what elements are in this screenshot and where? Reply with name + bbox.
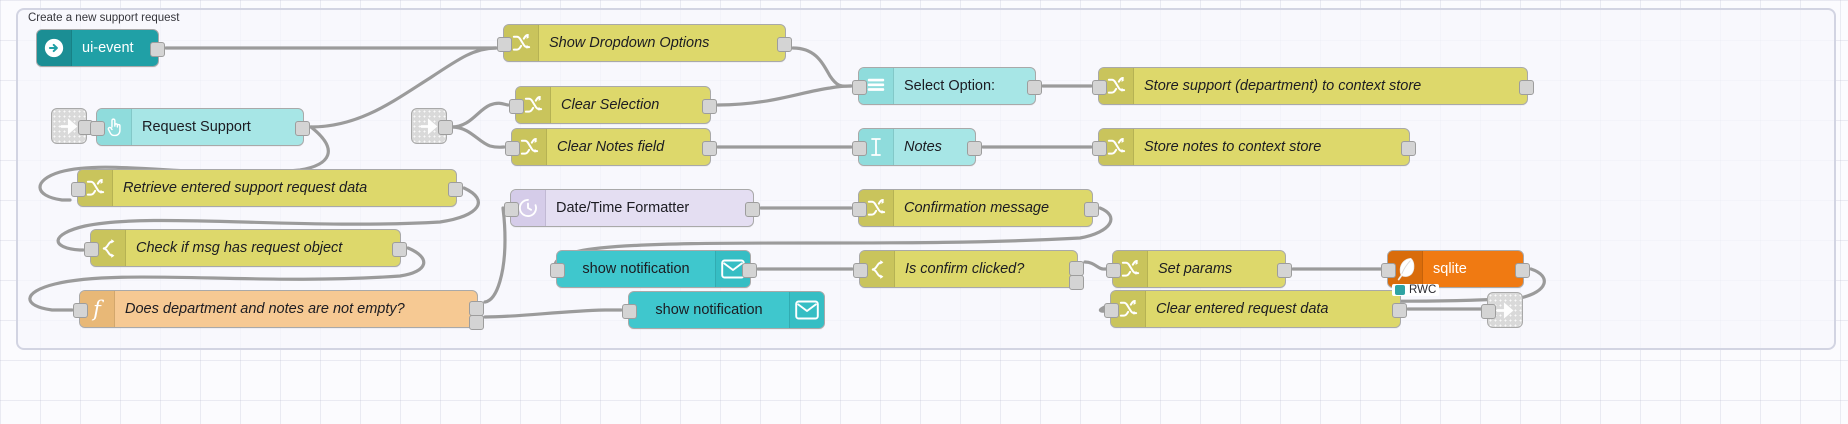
node-label: Request Support [142, 119, 251, 135]
output-port[interactable] [967, 140, 982, 156]
input-port[interactable] [509, 98, 524, 114]
node-label: show notification [582, 261, 690, 277]
node-dept-notes-empty[interactable]: f Does department and notes are not empty… [73, 290, 484, 330]
node-label: Clear Selection [561, 97, 660, 113]
output-port[interactable] [742, 262, 757, 278]
input-port[interactable] [622, 303, 637, 319]
input-port[interactable] [1092, 79, 1107, 95]
status-badge-sqlite-status: RWC [1392, 284, 1440, 296]
node-label: Store support (department) to context st… [1144, 78, 1422, 94]
change-icon [1111, 291, 1146, 327]
output-port[interactable] [1401, 140, 1416, 156]
node-select-option[interactable]: Select Option: [852, 67, 1042, 105]
input-port[interactable] [1104, 302, 1119, 318]
output-port[interactable] [702, 140, 717, 156]
node-clear-notes-field[interactable]: Clear Notes field [505, 128, 717, 166]
output-port-1[interactable] [1069, 261, 1084, 276]
output-port[interactable] [1515, 262, 1530, 278]
change-icon [516, 87, 551, 123]
output-port[interactable] [1392, 302, 1407, 318]
input-port[interactable] [1381, 262, 1396, 278]
node-request-support[interactable]: Request Support [90, 108, 310, 146]
input-port[interactable] [1481, 303, 1496, 319]
node-check-msg-request[interactable]: Check if msg has request object [84, 229, 407, 267]
link-out-icon [1494, 300, 1517, 321]
node-retrieve-request[interactable]: Retrieve entered support request data [71, 169, 463, 207]
output-port[interactable] [745, 201, 760, 217]
node-label: Clear entered request data [1156, 301, 1329, 317]
node-label: Store notes to context store [1144, 139, 1322, 155]
node-label: Clear Notes field [557, 139, 665, 155]
node-is-confirm-clicked[interactable]: Is confirm clicked? [853, 250, 1084, 290]
status-dot-icon [1395, 285, 1405, 295]
node-confirmation-msg[interactable]: Confirmation message [852, 189, 1099, 227]
node-datetime-formatter[interactable]: Date/Time Formatter [504, 189, 760, 227]
input-port[interactable] [90, 120, 105, 136]
output-port[interactable] [1084, 201, 1099, 217]
input-port[interactable] [852, 79, 867, 95]
input-port[interactable] [504, 201, 519, 217]
input-port[interactable] [73, 302, 88, 318]
node-label: Date/Time Formatter [556, 200, 690, 216]
input-port[interactable] [71, 181, 86, 197]
link-in-icon [418, 116, 441, 137]
node-link-in-1[interactable] [51, 108, 93, 144]
node-label: Set params [1158, 261, 1233, 277]
node-label: sqlite [1433, 261, 1467, 277]
output-port[interactable] [1027, 79, 1042, 95]
input-port[interactable] [852, 140, 867, 156]
node-label: Confirmation message [904, 200, 1050, 216]
node-label: Does department and notes are not empty? [125, 301, 405, 317]
node-label: Check if msg has request object [136, 240, 343, 256]
node-sqlite[interactable]: sqlite [1381, 250, 1530, 288]
input-port[interactable] [1106, 262, 1121, 278]
node-show-notification-1[interactable]: show notification [550, 250, 757, 288]
node-link-in-2[interactable] [411, 108, 453, 144]
envelope-icon [789, 292, 824, 328]
input-port[interactable] [550, 262, 565, 278]
node-label: Retrieve entered support request data [123, 180, 368, 196]
node-label: Is confirm clicked? [905, 261, 1025, 277]
node-store-notes[interactable]: Store notes to context store [1092, 128, 1416, 166]
output-port-2[interactable] [469, 315, 484, 330]
output-port-1[interactable] [469, 301, 484, 316]
input-port[interactable] [1092, 140, 1107, 156]
output-port-2[interactable] [1069, 275, 1084, 290]
status-text: RWC [1409, 284, 1437, 296]
output-port[interactable] [392, 241, 407, 257]
input-port[interactable] [497, 36, 512, 52]
node-show-notification-2[interactable]: show notification [622, 291, 825, 329]
output-port[interactable] [295, 120, 310, 136]
output-port[interactable] [1519, 79, 1534, 95]
node-label: Show Dropdown Options [549, 35, 710, 51]
input-port[interactable] [84, 241, 99, 257]
node-label: show notification [655, 302, 763, 318]
node-notes[interactable]: Notes [852, 128, 982, 166]
dropdown-list-icon [859, 68, 894, 104]
node-link-out-1[interactable] [1481, 292, 1523, 328]
node-label: Notes [904, 139, 942, 155]
node-clear-selection[interactable]: Clear Selection [509, 86, 717, 124]
output-port[interactable] [777, 36, 792, 52]
svg-text:f: f [91, 297, 104, 321]
output-port[interactable] [702, 98, 717, 114]
node-label: Select Option: [904, 78, 996, 94]
node-set-params[interactable]: Set params [1106, 250, 1292, 288]
flow-group-label: Create a new support request [28, 12, 180, 24]
input-port[interactable] [853, 262, 868, 278]
node-label: ui-event [82, 40, 134, 56]
node-store-support[interactable]: Store support (department) to context st… [1092, 67, 1534, 105]
output-port[interactable] [438, 119, 453, 135]
input-port[interactable] [505, 140, 520, 156]
link-in-icon [58, 116, 81, 137]
arrow-right-circle-icon [37, 30, 72, 66]
output-port[interactable] [150, 41, 165, 57]
node-clear-entered-data[interactable]: Clear entered request data [1104, 290, 1407, 328]
pointer-hand-icon [97, 109, 132, 145]
node-ui-event[interactable]: ui-event [36, 29, 165, 67]
output-port[interactable] [1277, 262, 1292, 278]
output-port[interactable] [448, 181, 463, 197]
input-port[interactable] [852, 201, 867, 217]
node-show-dropdown[interactable]: Show Dropdown Options [497, 24, 792, 62]
